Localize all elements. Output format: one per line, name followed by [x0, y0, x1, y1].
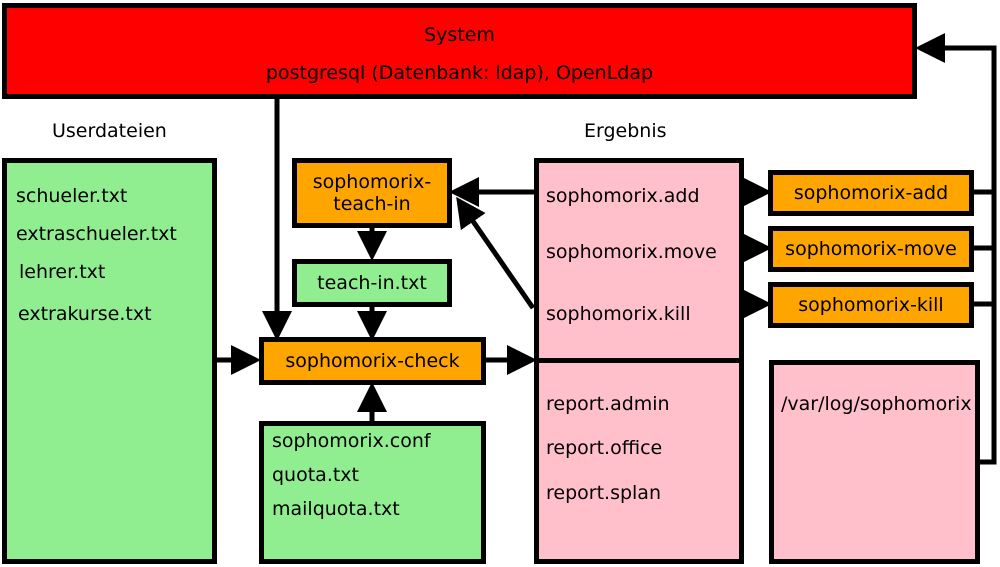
- teach-in-line1: sophomorix-: [312, 171, 432, 193]
- feedback-line: [915, 33, 997, 195]
- heading-userdateien: Userdateien: [52, 120, 167, 142]
- feedback-log: [978, 190, 997, 465]
- config-box: sophomorix.conf quota.txt mailquota.txt: [259, 421, 486, 564]
- config-sophomorix-conf: sophomorix.conf: [272, 430, 431, 452]
- arrow-kill-to-teachin: [456, 196, 536, 310]
- system-title: System: [424, 24, 495, 46]
- command-move-box: sophomorix-move: [768, 226, 974, 272]
- teach-in-txt-box: teach-in.txt: [292, 259, 452, 307]
- ergebnis-files-box: sophomorix.add sophomorix.move sophomori…: [534, 158, 744, 363]
- command-kill-box: sophomorix-kill: [768, 282, 974, 328]
- log-box: /var/log/sophomorix: [769, 360, 980, 564]
- userfiles-box: schueler.txt extraschueler.txt lehrer.tx…: [2, 158, 217, 564]
- check-label: sophomorix-check: [285, 350, 460, 372]
- command-move-label: sophomorix-move: [785, 238, 957, 260]
- heading-ergebnis: Ergebnis: [584, 120, 667, 142]
- report-splan: report.splan: [546, 482, 661, 504]
- log-path: /var/log/sophomorix: [781, 393, 972, 415]
- system-subtitle: postgresql (Datenbank: ldap), OpenLdap: [265, 62, 654, 84]
- config-quota: quota.txt: [272, 464, 360, 486]
- userfile-extrakurse: extrakurse.txt: [18, 303, 152, 325]
- command-add-box: sophomorix-add: [768, 170, 974, 216]
- check-box: sophomorix-check: [259, 337, 486, 385]
- config-mailquota: mailquota.txt: [272, 498, 400, 520]
- userfile-extraschueler: extraschueler.txt: [16, 223, 177, 245]
- command-add-label: sophomorix-add: [793, 182, 949, 204]
- report-office: report.office: [546, 437, 663, 459]
- report-admin: report.admin: [546, 393, 670, 415]
- reports-box: report.admin report.office report.splan: [534, 358, 744, 564]
- ergebnis-add: sophomorix.add: [546, 185, 700, 207]
- system-box: System postgresql (Datenbank: ldap), Ope…: [2, 3, 917, 99]
- command-kill-label: sophomorix-kill: [798, 294, 944, 316]
- userfile-lehrer: lehrer.txt: [19, 261, 106, 283]
- ergebnis-kill: sophomorix.kill: [546, 303, 691, 325]
- ergebnis-move: sophomorix.move: [546, 241, 717, 263]
- teach-in-line2: teach-in: [333, 193, 411, 215]
- teach-in-txt-label: teach-in.txt: [317, 272, 427, 294]
- teach-in-box: sophomorix- teach-in: [292, 158, 452, 228]
- userfile-schueler: schueler.txt: [16, 185, 128, 207]
